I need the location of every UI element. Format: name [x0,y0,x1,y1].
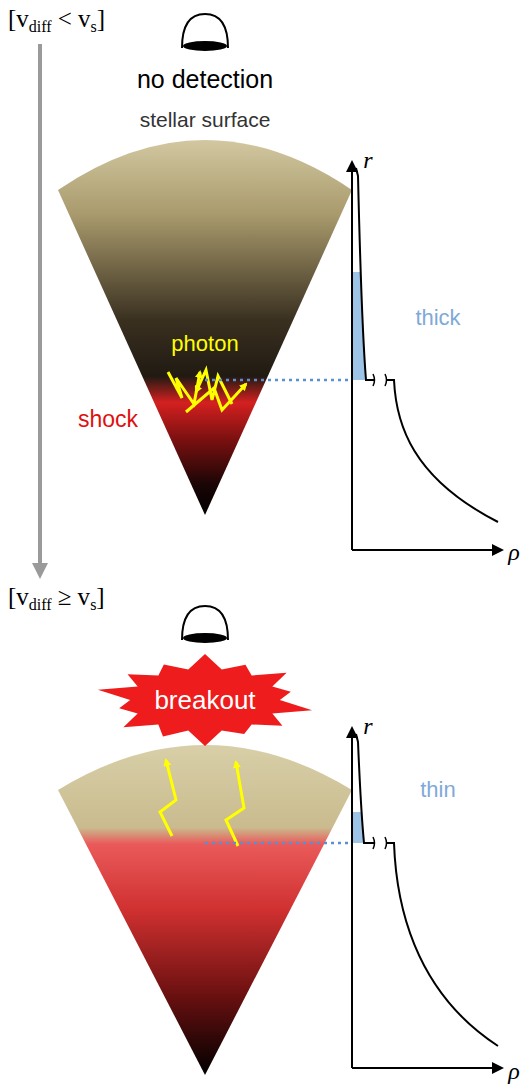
shock-label: shock [78,407,138,432]
condition-part: ≥ v [58,583,90,610]
condition-part: [v [8,5,29,32]
condition-part: s [91,18,97,35]
r-axis [351,728,353,1068]
photon-label: photon [171,332,238,356]
star-wedge [58,140,352,515]
burst-fill [98,654,312,746]
photon-paths [160,760,244,846]
condition-part: < v [58,5,91,32]
density-curve [356,168,498,522]
photon-paths [168,370,246,412]
breakout-burst: breakout [95,654,315,746]
density-curve [356,734,498,1046]
axis-label: ρ [508,539,520,565]
opacity-label: thin [420,778,455,802]
opacity-label: thick [415,306,460,330]
condition-part: ] [97,5,105,32]
burst-text: breakout [154,685,255,716]
axis-break [373,374,387,386]
condition-part: diff [29,18,52,35]
depth-link [205,379,352,382]
condition-part: ] [96,583,104,610]
axis-label: r [363,713,372,739]
axis-label: ρ [508,1058,520,1084]
rho-axis [352,1067,502,1069]
condition-part: [v [8,583,29,610]
time-arrow [38,44,42,575]
eye-icon [182,606,228,643]
condition-part: s [90,596,96,613]
axis-break [373,837,387,849]
rho-axis [352,549,502,551]
r-axis [351,162,353,550]
star-wedge [58,745,352,1075]
surface-label: stellar surface [140,108,271,131]
depth-link [205,842,352,845]
condition-part: diff [29,596,52,613]
axis-label: r [363,147,372,173]
observer-note: no detection [137,66,273,94]
condition-heading: [vdiff < vs] [8,4,105,36]
eye-icon [182,14,228,51]
condition-heading: [vdiff ≥ vs] [8,582,105,614]
